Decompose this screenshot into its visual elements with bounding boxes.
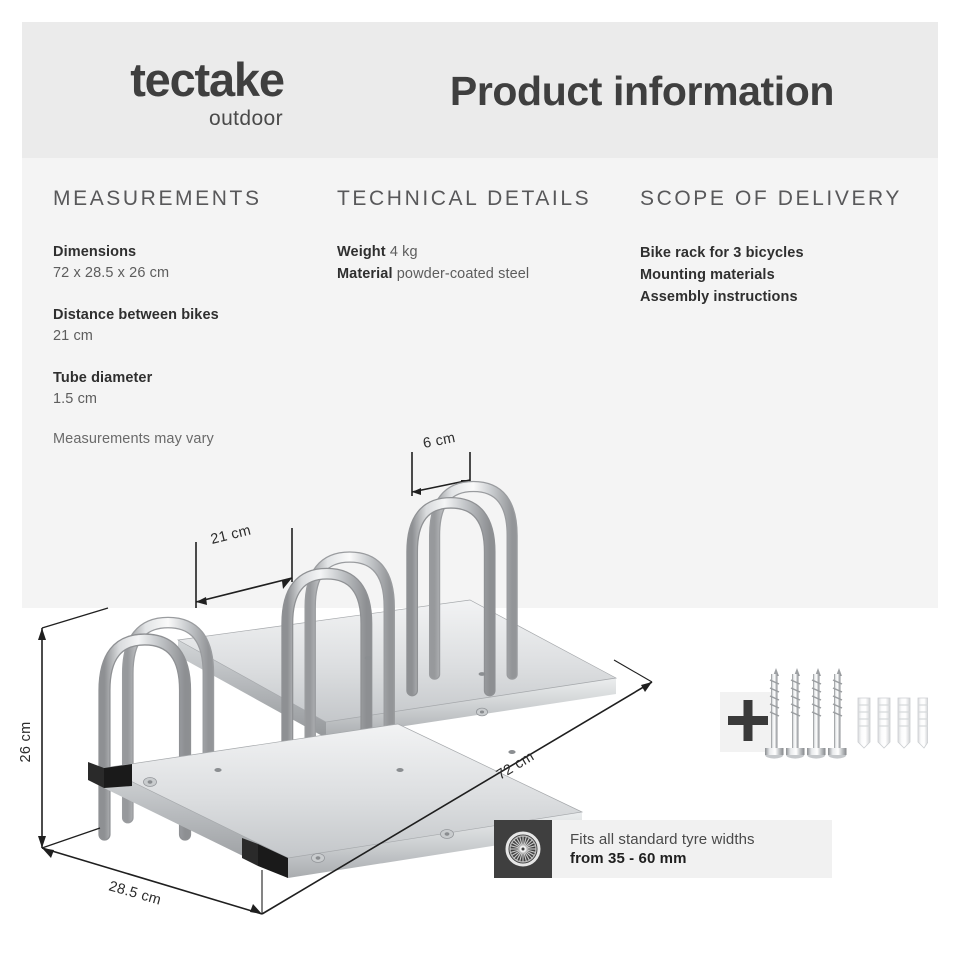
- rail-bolt-hole: [478, 672, 486, 676]
- column-scope-of-delivery: SCOPE OF DELIVERY Bike rack for 3 bicycl…: [640, 188, 930, 308]
- rack-bolt: [475, 707, 488, 717]
- dimension-height: 26 cm: [18, 607, 109, 849]
- dimension-label-depth: 28.5 cm: [107, 878, 163, 908]
- brand-logo-main: tectake: [130, 53, 285, 106]
- wall-plug-icon: [917, 697, 929, 749]
- technical-row-weight: Weight 4 kg: [337, 242, 637, 264]
- hardware-group: [718, 660, 929, 810]
- technical-label-weight: Weight: [337, 244, 386, 260]
- screw-icon: [765, 668, 784, 759]
- rack-bolt: [440, 829, 454, 839]
- scope-item-mounting-materials: Mounting materials: [640, 267, 775, 284]
- dimension-bike-spacing: 21 cm: [195, 522, 293, 608]
- column-technical-details: TECHNICAL DETAILS Weight 4 kg Material p…: [337, 188, 637, 286]
- tyre-badge-text: Fits all standard tyre widths from 35 - …: [552, 820, 832, 878]
- dimension-label-length: 72 cm: [494, 749, 537, 784]
- technical-value-material: powder-coated steel: [396, 265, 530, 282]
- wall-plug-icon: [897, 697, 911, 749]
- tyre-badge-line2: from 35 - 60 mm: [570, 850, 687, 867]
- wall-plug-icon: [877, 697, 891, 749]
- brand-logo-sub: outdoor: [208, 107, 284, 130]
- rack-end-cap-left: [88, 762, 132, 788]
- rack-bolt: [143, 777, 157, 787]
- brand-logo: tectake outdoor: [77, 56, 337, 129]
- rack-bolt: [311, 853, 325, 863]
- column-title-technical: TECHNICAL DETAILS: [337, 187, 592, 210]
- measurement-label-dimensions: Dimensions: [53, 244, 137, 260]
- measurement-label-distance: Distance between bikes: [53, 307, 219, 324]
- measurement-value-tube: 1.5 cm: [53, 391, 98, 408]
- column-title-scope: SCOPE OF DELIVERY: [640, 187, 903, 210]
- bike-rack-drawing: 6 cm 21 cm: [18, 430, 653, 915]
- measurements-note: Measurements may vary: [53, 431, 214, 448]
- dimension-label-height: 26 cm: [18, 722, 34, 763]
- technical-label-material: Material: [337, 265, 393, 282]
- plus-icon: [728, 700, 768, 741]
- measurement-block-tube: Tube diameter 1.5 cm: [53, 368, 333, 410]
- column-measurements: MEASUREMENTS Dimensions 72 x 28.5 x 26 c…: [53, 188, 333, 447]
- technical-value-weight: 4 kg: [389, 244, 418, 260]
- bicycle-wheel-icon: [494, 820, 552, 878]
- wall-plug-icon: [857, 697, 871, 749]
- scope-item-assembly-instructions: Assembly instructions: [640, 289, 798, 306]
- screw-icon: [828, 668, 847, 759]
- measurement-label-tube: Tube diameter: [53, 370, 153, 387]
- dimension-depth: 28.5 cm: [41, 847, 263, 915]
- screw-icon: [786, 668, 805, 759]
- dimension-label-hoop-width: 6 cm: [422, 430, 457, 452]
- technical-row-material: Material powder-coated steel: [337, 264, 637, 286]
- scope-item-bike-rack: Bike rack for 3 bicycles: [640, 245, 804, 261]
- measurement-value-dimensions: 72 x 28.5 x 26 cm: [53, 265, 170, 282]
- rail-bolt-hole: [364, 656, 372, 660]
- screw-icon: [807, 668, 826, 759]
- info-panel: MEASUREMENTS Dimensions 72 x 28.5 x 26 c…: [22, 158, 938, 608]
- measurement-value-distance: 21 cm: [53, 328, 93, 345]
- header-band: tectake outdoor Product information: [22, 22, 938, 158]
- dimension-label-bike-spacing: 21 cm: [209, 522, 253, 547]
- column-title-measurements: MEASUREMENTS: [53, 187, 262, 210]
- measurement-block-dimensions: Dimensions 72 x 28.5 x 26 cm: [53, 242, 333, 284]
- page-title: Product information: [449, 68, 835, 114]
- measurement-block-distance: Distance between bikes 21 cm: [53, 305, 333, 347]
- rack-end-cap-front: [242, 838, 288, 878]
- tyre-badge-line1: Fits all standard tyre widths: [570, 830, 755, 848]
- product-illustration: 6 cm 21 cm: [0, 430, 960, 960]
- rack-rail-rear: [176, 599, 618, 738]
- tyre-width-badge: Fits all standard tyre widths from 35 - …: [494, 820, 832, 878]
